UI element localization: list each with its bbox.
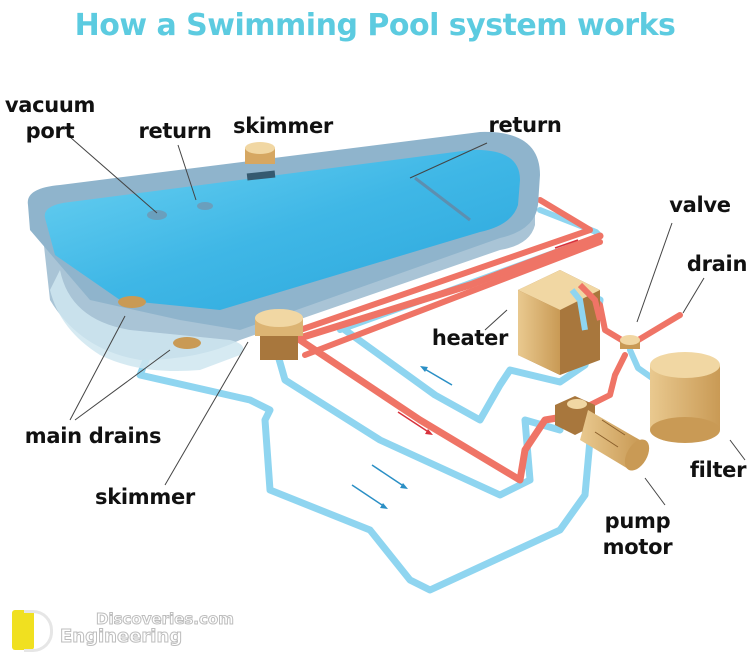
label-return-left: return [138,119,212,143]
skimmer-opening [246,170,276,181]
pool [27,131,540,371]
label-pump-motor: pump motor [602,509,673,559]
leader-lines [69,136,746,506]
flow-arrow-hot-2 [554,239,579,249]
vacuum-port-hole [147,210,167,220]
logo-d-mark [24,610,53,652]
flow-arrow-cold-2 [371,464,406,488]
watermark-line2: Engineering [59,626,183,648]
label-valve: valve [669,193,731,217]
label-heater: heater [431,326,509,350]
main-drain-2 [173,337,201,349]
flow-arrows [351,239,579,509]
flow-arrow-hot-1 [397,411,431,434]
label-skimmer-bottom: skimmer [95,485,195,509]
main-drain-1 [118,296,146,308]
skimmer-front-unit [255,309,303,360]
return-inlet-right [414,176,471,222]
return-inlet-hole [197,202,213,210]
label-vacuum-port: vacuum port [4,93,96,143]
hot-pipe-to-pump [296,336,579,484]
hot-pipe-return-lower [302,239,603,358]
label-drain: drain [686,252,748,276]
skimmer-top-unit [245,142,275,164]
cold-pipe-skimmer [271,341,564,499]
label-return-right: return [488,113,562,137]
watermark-logo: Discoveries.com Engineering [10,606,234,652]
label-filter: filter [689,458,747,482]
pool-water [44,149,520,310]
diagram-title: How a Swimming Pool system works [74,8,676,43]
heater-unit [518,270,603,375]
label-main-drains: main drains [24,424,162,448]
hot-pipe-skimmer [296,232,604,342]
pump-motor-unit [555,396,650,471]
filter-unit [650,352,720,443]
hot-pipe-pump-valve [587,352,628,408]
flow-arrow-cold-3 [351,484,386,508]
flow-arrow-cold-1 [422,367,453,386]
valve-unit [620,335,640,349]
cold-pipe-valve [627,347,658,383]
hot-pipe-return-top [297,197,593,333]
watermark-line1: Discoveries.com [96,610,235,629]
label-skimmer-top: skimmer [233,114,333,138]
